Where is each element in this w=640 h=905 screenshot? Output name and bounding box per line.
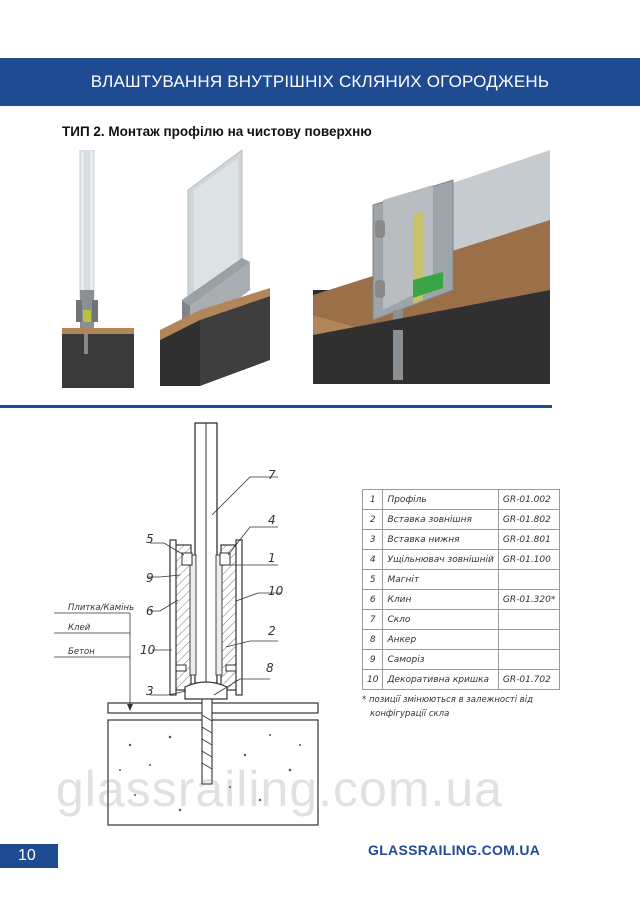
page-number: 10: [18, 847, 36, 864]
callout-7: 7: [268, 468, 276, 482]
legend-code: [497, 609, 561, 630]
layer-label-concrete: Бетон: [68, 647, 95, 657]
render-front-view: [62, 150, 134, 388]
section-subtitle: ТИП 2. Монтаж профілю на чистову поверхн…: [62, 124, 372, 139]
legend-num: 3: [361, 529, 384, 550]
callout-10-right: 10: [268, 584, 284, 598]
callout-9: 9: [146, 571, 154, 585]
layer-label-glue: Клей: [68, 623, 91, 633]
legend-num: 2: [361, 509, 384, 530]
legend-name: Скло: [382, 609, 499, 630]
callout-3: 3: [146, 684, 154, 698]
legend-num: 1: [361, 489, 384, 510]
legend-name: Саморіз: [382, 649, 499, 670]
watermark: glassrailing.com.ua: [56, 761, 503, 817]
legend-num: 9: [361, 649, 384, 670]
legend-num: 6: [361, 589, 384, 610]
callout-10-left: 10: [140, 643, 156, 657]
legend-name: Вставка зовнішня: [382, 509, 499, 530]
legend-num: 4: [361, 549, 384, 570]
callout-5: 5: [146, 532, 154, 546]
callout-8: 8: [266, 661, 274, 675]
callout-6: 6: [146, 604, 154, 618]
legend-name: Клин: [382, 589, 499, 610]
callout-4: 4: [268, 513, 276, 527]
legend-code: GR-01.702: [497, 669, 561, 690]
footnote: * позиції змінюються в залежності від ко…: [362, 693, 533, 721]
page-title: ВЛАШТУВАННЯ ВНУТРІШНІХ СКЛЯНИХ ОГОРОДЖЕН…: [90, 72, 550, 91]
render-perspective-large: [313, 150, 550, 384]
legend-code: GR-01.100: [497, 549, 561, 570]
technical-drawing: [54, 422, 319, 826]
legend-name: Анкер: [382, 629, 499, 650]
legend-code: GR-01.002: [497, 489, 561, 510]
page-number-box: [0, 844, 58, 868]
callout-2: 2: [268, 624, 276, 638]
legend-code: [497, 649, 561, 670]
render-perspective-small: [160, 150, 270, 386]
footnote-line1: * позиції змінюються в залежності від: [362, 695, 534, 705]
legend-num: 7: [361, 609, 384, 630]
legend-name: Декоративна кришка: [382, 669, 499, 690]
legend-code: GR-01.801: [497, 529, 561, 550]
legend-name: Ущільнювач зовнішній: [382, 549, 499, 570]
legend-name: Профіль: [382, 489, 499, 510]
callout-1: 1: [268, 551, 276, 565]
section-divider: [0, 405, 552, 408]
legend-num: 10: [361, 669, 384, 690]
legend-code: [497, 569, 561, 590]
legend-num: 5: [361, 569, 384, 590]
header-band: [0, 58, 640, 106]
legend-code: [497, 629, 561, 650]
legend-num: 8: [361, 629, 384, 650]
footnote-line2: конфігурації скла: [370, 709, 450, 719]
legend-name: Магніт: [382, 569, 499, 590]
legend-code: GR-01.320*: [497, 589, 561, 610]
legend-name: Вставка нижня: [382, 529, 499, 550]
layer-label-tile: Плитка/Камінь: [68, 603, 135, 613]
legend-code: GR-01.802: [497, 509, 561, 530]
site-link[interactable]: GLASSRAILING.COM.UA: [368, 842, 541, 858]
